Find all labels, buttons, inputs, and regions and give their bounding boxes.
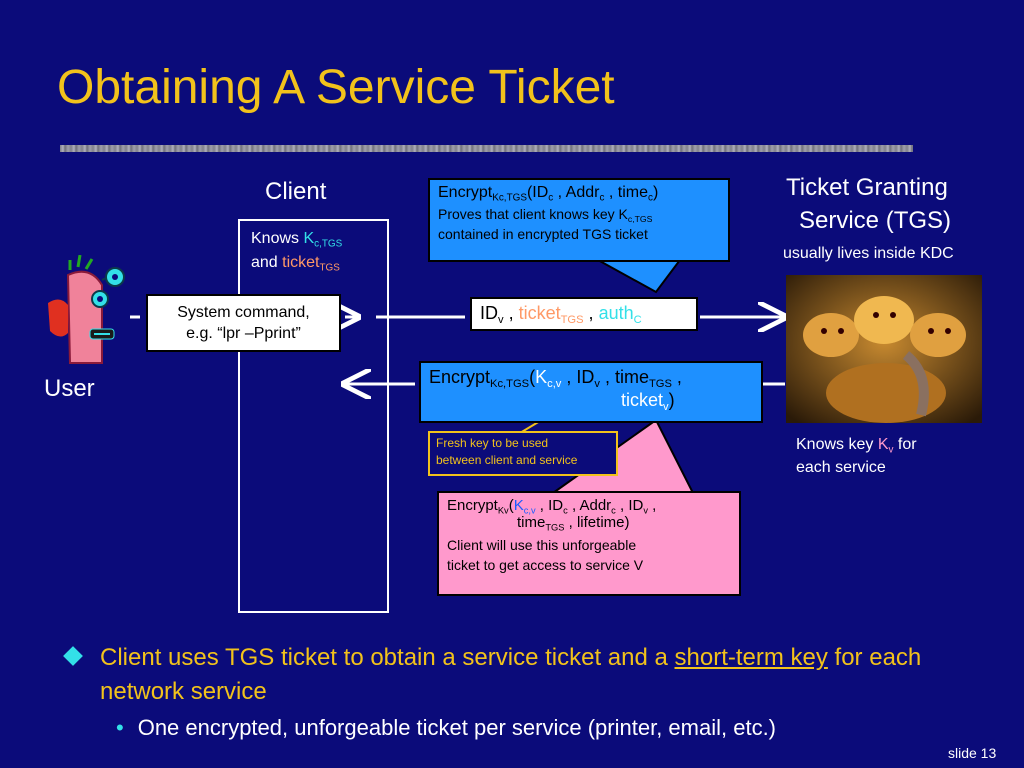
client-box (238, 219, 389, 613)
tgs-label-line2: Service (TGS) (799, 207, 952, 234)
client-knows-line2: and ticketTGS (251, 254, 340, 274)
service-ticket-note-line2: ticket to get access to service V (447, 557, 644, 573)
tgs-location-note: usually lives inside KDC (783, 245, 954, 262)
title-divider (60, 145, 913, 152)
tgs-knows-line2: each service (796, 459, 886, 476)
client-knows-line1: Knows Kc,TGS (251, 230, 343, 250)
dot-bullet-icon: • (116, 715, 124, 740)
tgs-request-box: IDv , ticketTGS , authC (470, 297, 698, 331)
command-line1: System command, (177, 304, 310, 321)
authenticator-note-line2: contained in encrypted TGS ticket (438, 226, 648, 242)
user-figure (48, 255, 125, 364)
user-label: User (44, 375, 95, 402)
service-ticket-note-line1: Client will use this unforgeable (447, 537, 637, 553)
slide-title: Obtaining A Service Ticket (57, 61, 615, 114)
authenticator-formula: EncryptKc,TGS(IDc , Addrc , timec) (438, 184, 659, 204)
command-line2: e.g. “lpr –Pprint” (186, 325, 301, 342)
authenticator-note-line1: Proves that client knows key Kc,TGS (438, 206, 653, 225)
note-callout-pointer (597, 259, 682, 294)
authenticator-callout: EncryptKc,TGS(IDc , Addrc , timec) Prove… (428, 178, 730, 262)
service-ticket-callout: EncryptKv(Kc,v , IDc , Addrc , IDv , tim… (437, 491, 741, 596)
tgs-label-line1: Ticket Granting (786, 174, 948, 201)
service-ticket-formula-line1: EncryptKv(Kc,v , IDc , Addrc , IDv , (447, 497, 657, 516)
fresh-key-note: Fresh key to be used between client and … (428, 431, 618, 476)
command-box: System command, e.g. “lpr –Pprint” (146, 294, 341, 352)
client-label: Client (265, 178, 327, 205)
tgs-response-box: EncryptKc,TGS(Kc,v , IDv , timeTGS , tic… (419, 361, 763, 423)
short-term-key-link[interactable]: short-term key (674, 644, 828, 671)
cerberus-image (786, 275, 982, 423)
tgs-knows-line1: Knows key Kv for (796, 436, 917, 456)
slide-number: slide 13 (948, 745, 997, 761)
service-ticket-formula-line2: timeTGS , lifetime) (517, 514, 630, 533)
bullet-sub: •One encrypted, unforgeable ticket per s… (116, 715, 777, 740)
